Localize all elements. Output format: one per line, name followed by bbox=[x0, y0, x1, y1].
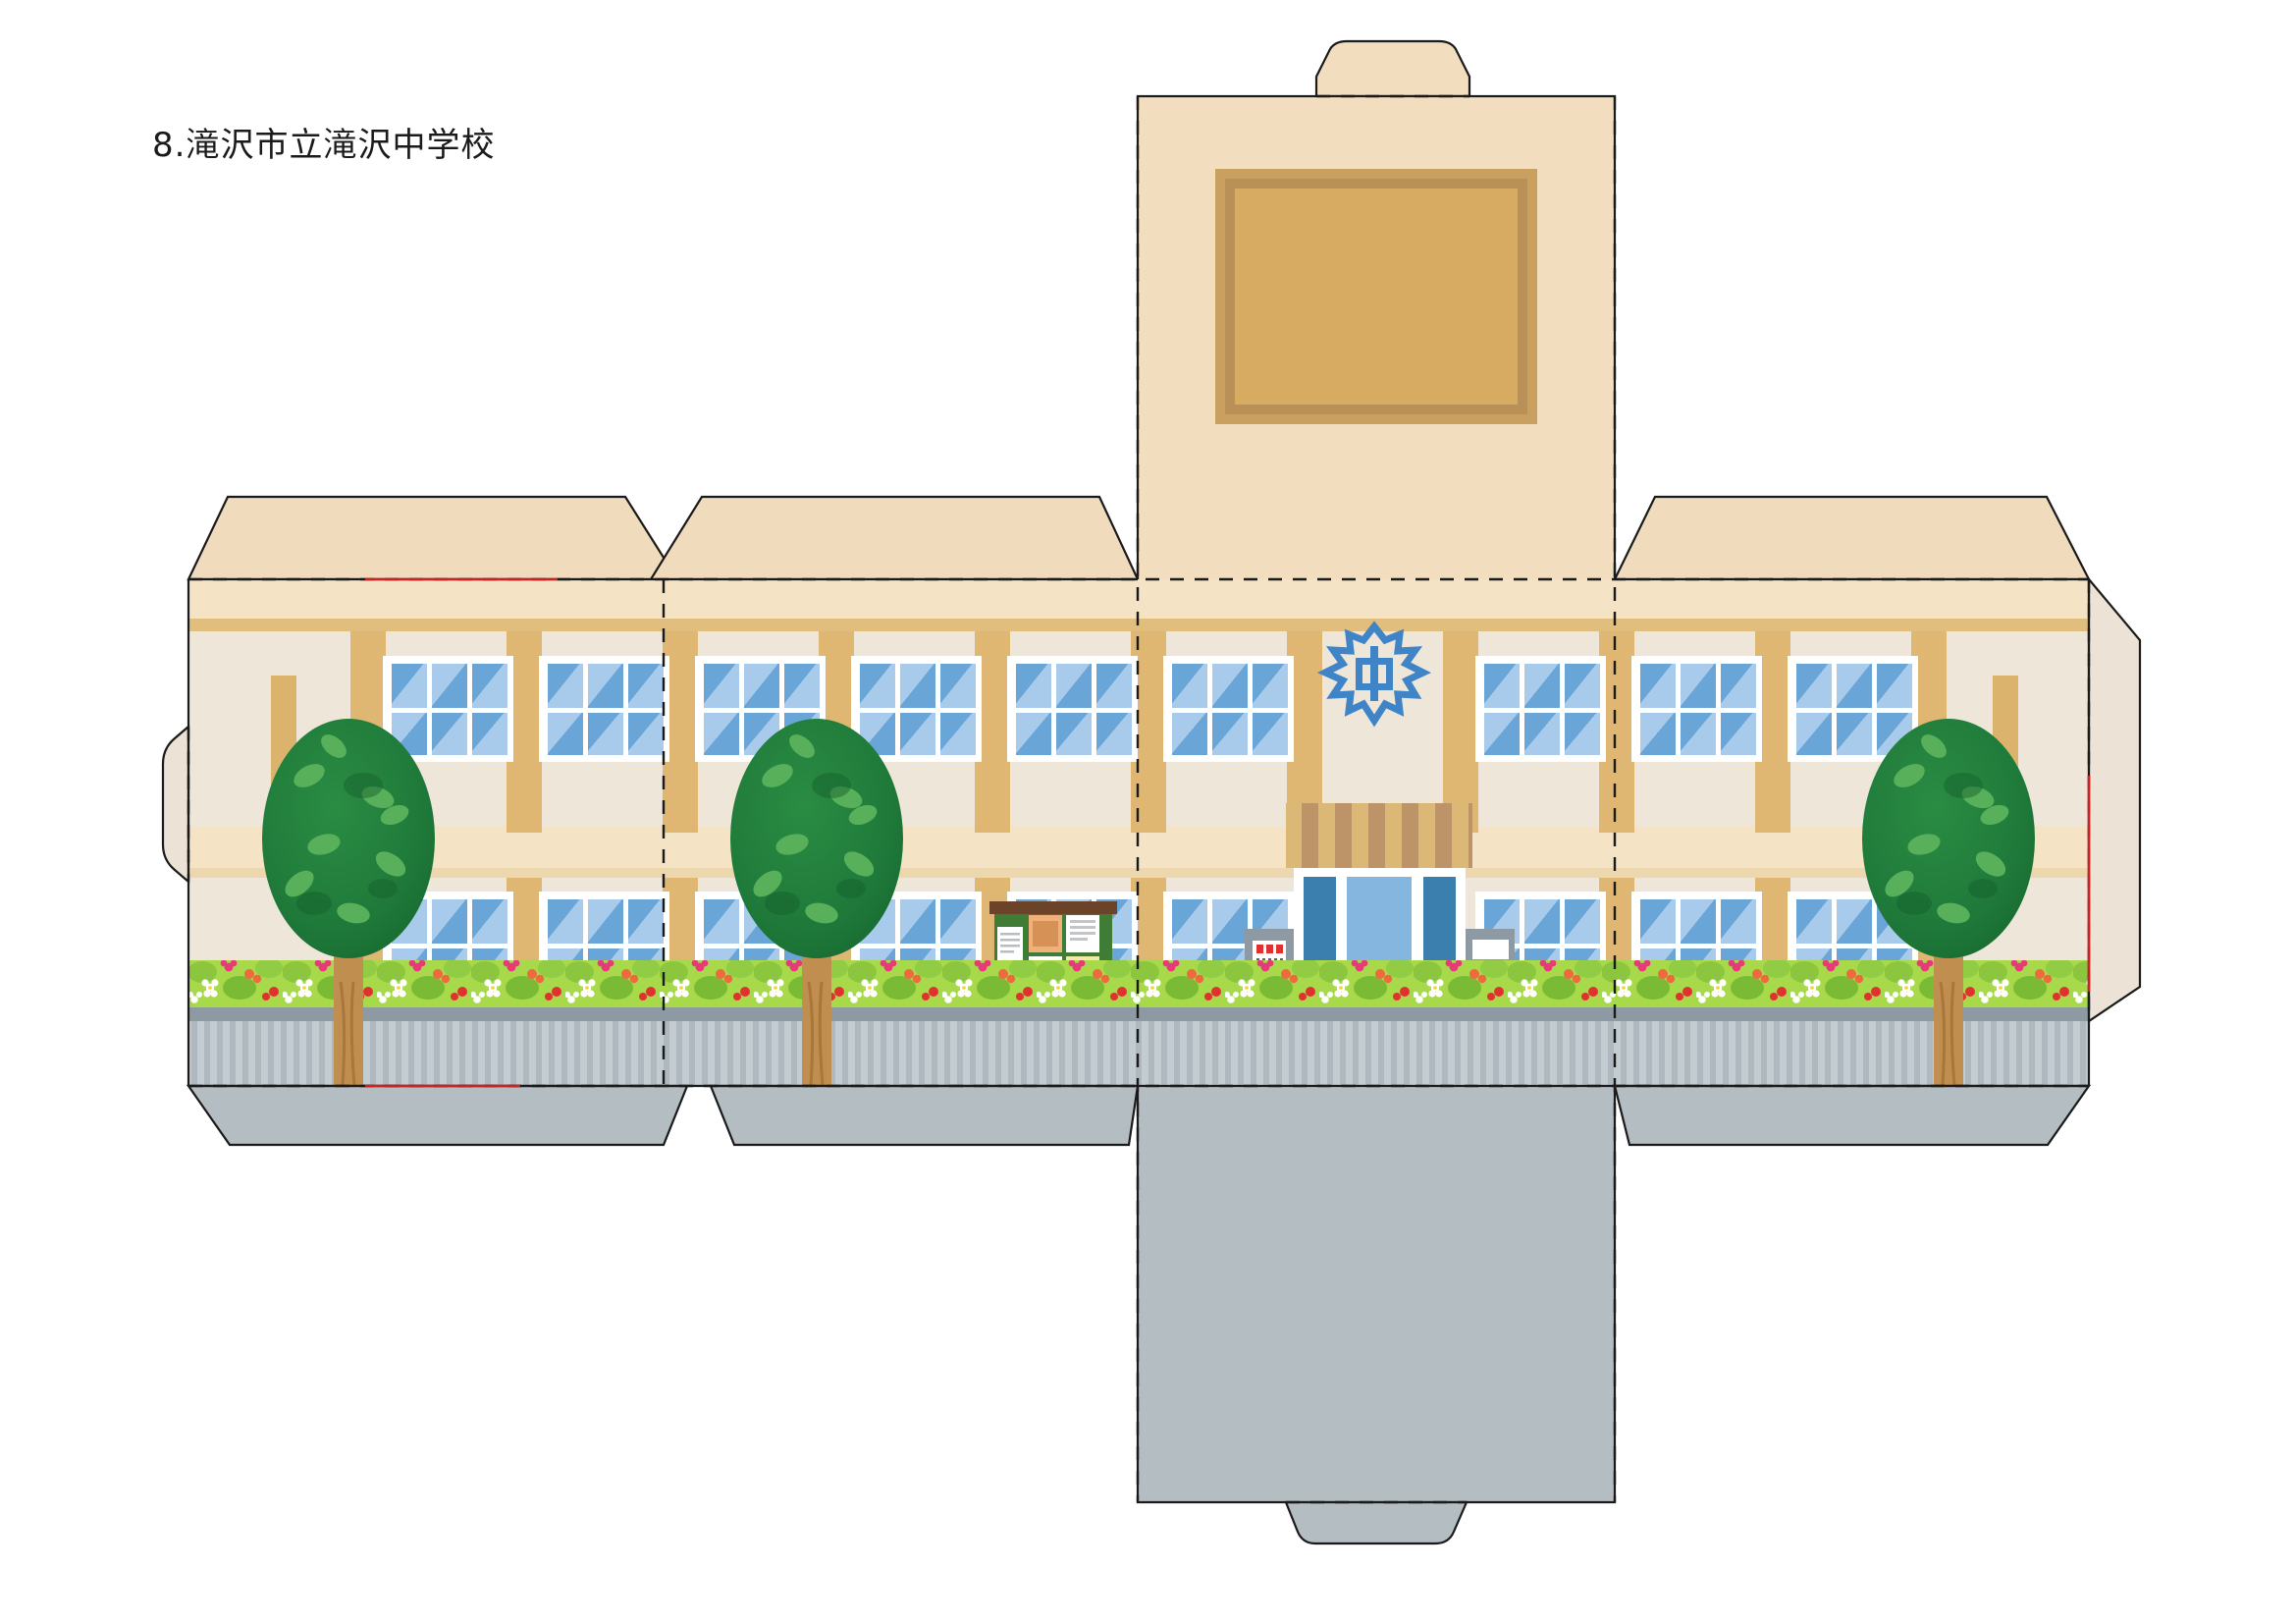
page-title: 8.滝沢市立滝沢中学校 bbox=[152, 126, 496, 165]
roof-panel-right-outer bbox=[1613, 495, 2091, 581]
base-flap-left2 bbox=[709, 1084, 1140, 1147]
roof-panel-left-inner bbox=[649, 495, 1140, 581]
tree-right bbox=[1862, 719, 2035, 1087]
base-flap-left bbox=[186, 1084, 689, 1147]
ground-panel bbox=[1136, 1084, 1617, 1545]
tree-middle bbox=[730, 719, 903, 1087]
roof-panel-center bbox=[1136, 94, 1617, 597]
roof-top-flap bbox=[1314, 39, 1471, 98]
glue-tab-right bbox=[2087, 575, 2142, 1024]
tree-left bbox=[262, 719, 435, 1087]
entrance-awning bbox=[1286, 803, 1472, 868]
upper-window-row bbox=[383, 656, 1918, 762]
roof-panel-left-outer bbox=[187, 495, 679, 581]
registration-marks bbox=[365, 577, 2091, 1088]
base-flap-right bbox=[1613, 1084, 2092, 1147]
fence bbox=[188, 1007, 2089, 1086]
school-emblem bbox=[1316, 621, 1432, 728]
glue-tab-left bbox=[161, 724, 190, 885]
